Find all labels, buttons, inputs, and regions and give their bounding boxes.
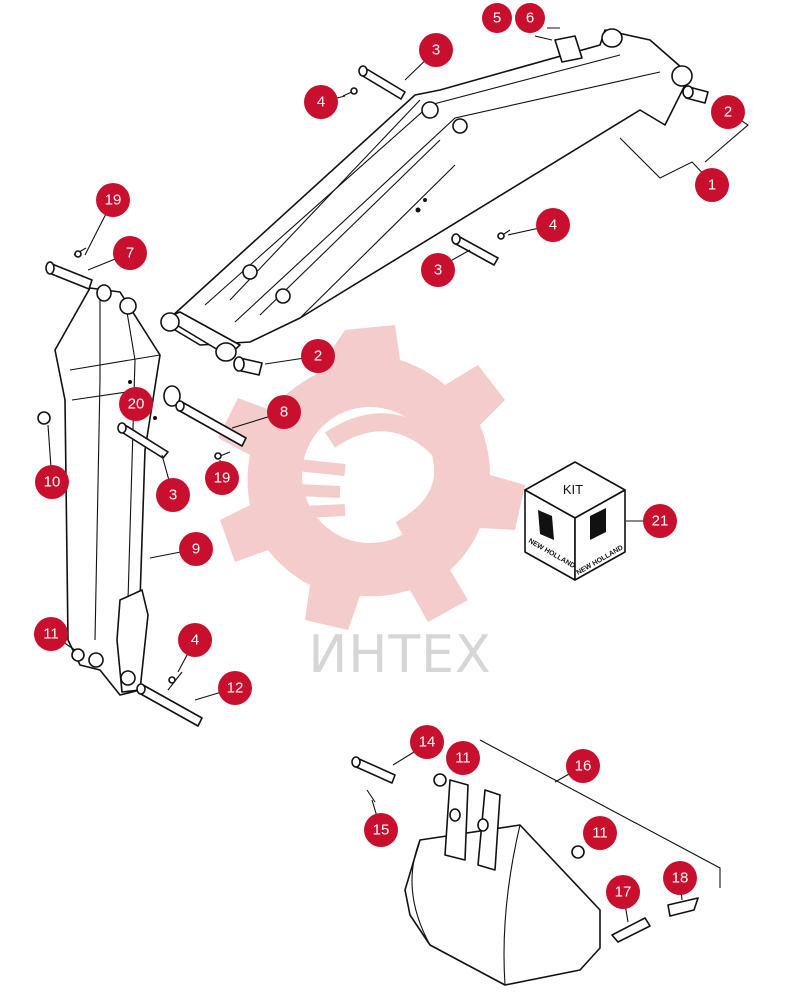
boom-part (160, 28, 693, 362)
svg-text:12: 12 (227, 680, 244, 697)
callout-17[interactable]: 17 (606, 875, 640, 909)
callout-7[interactable]: 7 (113, 236, 147, 270)
svg-text:15: 15 (373, 822, 390, 839)
callout-16[interactable]: 16 (566, 749, 600, 783)
callout-3[interactable]: 3 (156, 478, 190, 512)
callout-20[interactable]: 20 (119, 387, 153, 421)
callouts: 1 2 2 3 3 3 4 4 4 5 6 7 8 9 10 11 11 11 … (34, 3, 745, 909)
callout-19[interactable]: 19 (205, 461, 239, 495)
svg-text:6: 6 (526, 10, 534, 27)
callout-4[interactable]: 4 (178, 623, 212, 657)
watermark-text: ИНТЕХ (308, 625, 491, 685)
bucket-part (351, 756, 699, 986)
gear-logo-icon (218, 325, 525, 630)
svg-text:9: 9 (192, 541, 200, 558)
callout-12[interactable]: 12 (218, 671, 252, 705)
svg-text:11: 11 (43, 626, 59, 643)
svg-text:11: 11 (592, 825, 608, 842)
svg-text:3: 3 (434, 262, 442, 279)
callout-1[interactable]: 1 (695, 168, 729, 202)
new-holland-leaf-icon (538, 508, 606, 540)
callout-11[interactable]: 11 (34, 617, 68, 651)
callout-4[interactable]: 4 (304, 85, 338, 119)
callout-6[interactable]: 6 (515, 3, 545, 33)
callout-18[interactable]: 18 (663, 861, 697, 895)
svg-text:1: 1 (708, 177, 716, 194)
svg-text:2: 2 (314, 348, 322, 365)
callout-8[interactable]: 8 (267, 395, 301, 429)
kit-box: KIT NEW HOLLAND NEW HOLLAND (524, 461, 626, 581)
svg-text:20: 20 (128, 396, 145, 413)
callout-5[interactable]: 5 (482, 3, 512, 33)
callout-11[interactable]: 11 (446, 741, 480, 775)
svg-text:18: 18 (672, 870, 689, 887)
callout-14[interactable]: 14 (410, 725, 444, 759)
svg-text:3: 3 (169, 487, 177, 504)
callout-10[interactable]: 10 (35, 465, 69, 499)
watermark: ИНТЕХ (218, 325, 525, 685)
svg-text:2: 2 (724, 104, 732, 121)
callout-19[interactable]: 19 (96, 183, 130, 217)
callout-3[interactable]: 3 (419, 33, 453, 67)
callout-3[interactable]: 3 (421, 253, 455, 287)
callout-2[interactable]: 2 (301, 339, 335, 373)
svg-text:5: 5 (493, 10, 501, 27)
svg-text:19: 19 (214, 470, 231, 487)
callout-11[interactable]: 11 (583, 816, 617, 850)
svg-text:19: 19 (105, 192, 122, 209)
svg-text:10: 10 (44, 474, 61, 491)
svg-text:11: 11 (455, 750, 471, 767)
svg-text:17: 17 (615, 884, 632, 901)
svg-text:4: 4 (191, 632, 199, 649)
callout-15[interactable]: 15 (364, 813, 398, 847)
kit-label: KIT (563, 482, 583, 497)
callout-4[interactable]: 4 (536, 208, 570, 242)
svg-text:21: 21 (652, 513, 669, 530)
svg-text:8: 8 (280, 404, 288, 421)
svg-text:16: 16 (575, 758, 592, 775)
svg-text:14: 14 (419, 734, 436, 751)
callout-21[interactable]: 21 (643, 504, 677, 538)
svg-text:4: 4 (317, 94, 325, 111)
boom-pins (233, 27, 709, 376)
callout-9[interactable]: 9 (179, 532, 213, 566)
svg-text:7: 7 (126, 245, 134, 262)
callout-2[interactable]: 2 (711, 95, 745, 129)
svg-text:4: 4 (549, 217, 557, 234)
svg-text:3: 3 (432, 42, 440, 59)
dipper-pins (45, 247, 247, 727)
